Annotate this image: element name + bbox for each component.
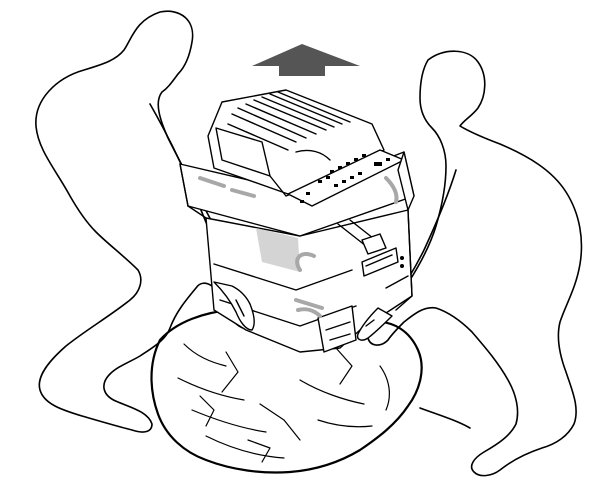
- up-arrow-icon: [252, 44, 360, 76]
